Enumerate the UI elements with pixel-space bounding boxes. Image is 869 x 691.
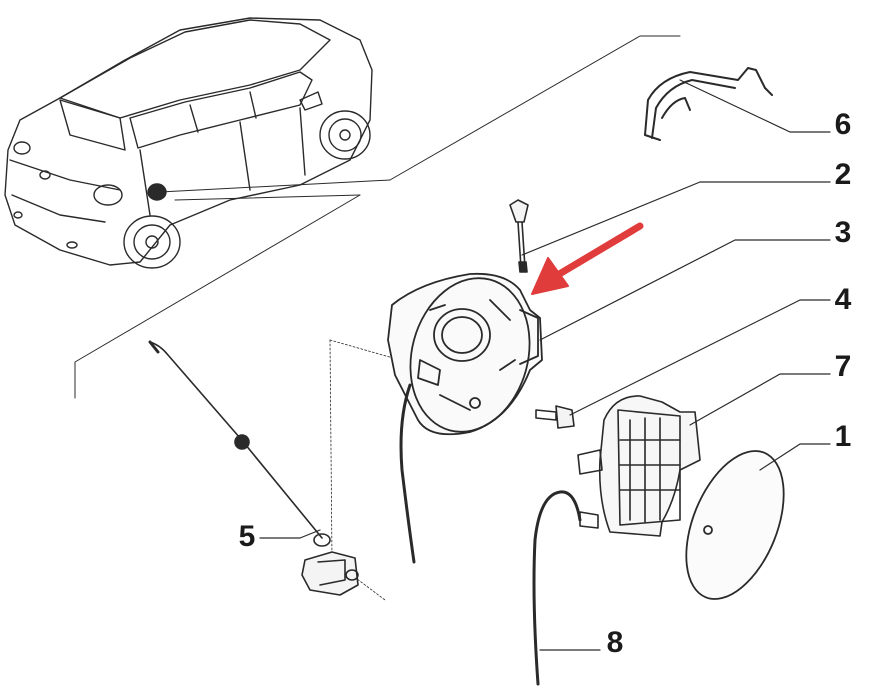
callout-part-2: 2: [834, 158, 852, 191]
part-actuator: [148, 340, 359, 596]
highlight-arrow: [531, 222, 644, 295]
callout-part-8: 8: [606, 626, 624, 659]
callout-part-4: 4: [834, 283, 852, 316]
car-illustration: [4, 17, 373, 269]
part-screw: [535, 405, 575, 429]
callout-part-3: 3: [834, 216, 852, 249]
guide-frame: [74, 35, 681, 399]
part-housing: [387, 272, 543, 564]
part-clip: [644, 67, 773, 141]
callout-part-1: 1: [834, 420, 852, 453]
part-drain-hose: [532, 490, 582, 686]
callout-part-6: 6: [834, 108, 852, 141]
callout-leaders: [259, 79, 831, 651]
part-flap-inner: [577, 395, 701, 537]
part-rod: [509, 199, 529, 273]
callout-part-5: 5: [238, 520, 256, 553]
callout-part-7: 7: [834, 350, 852, 383]
part-cap: [685, 450, 785, 600]
